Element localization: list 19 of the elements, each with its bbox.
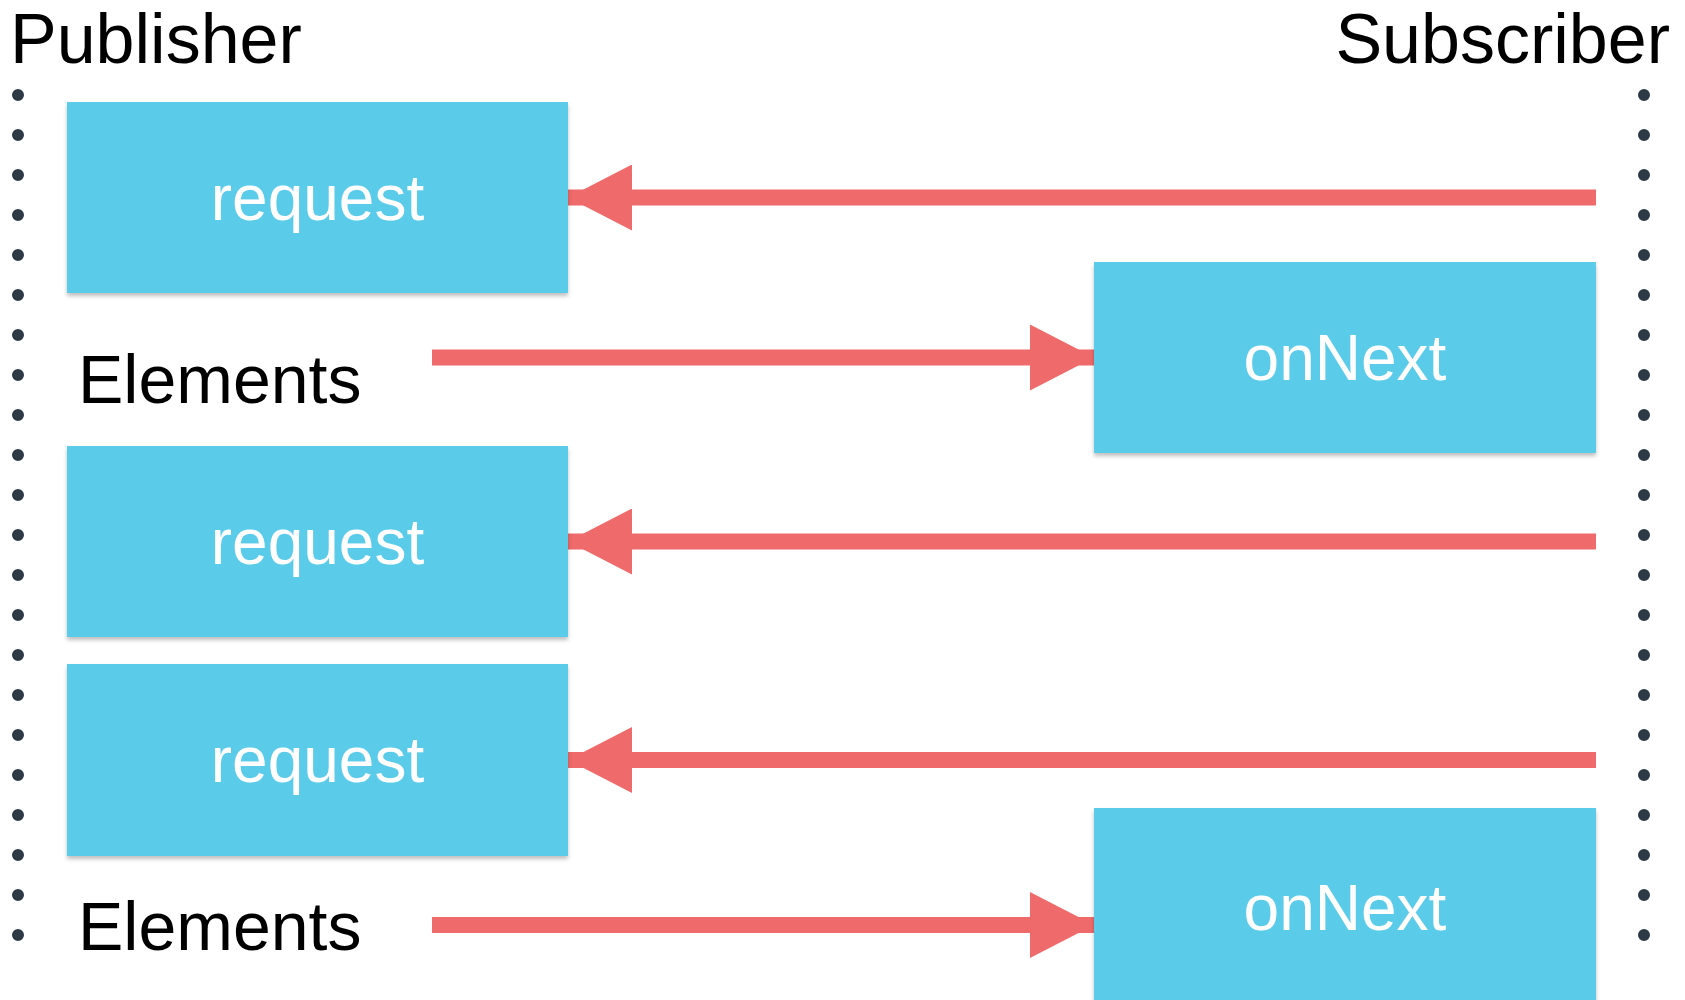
process-box <box>67 446 568 637</box>
lifeline-heading: Publisher <box>10 4 302 74</box>
process-box <box>1094 808 1596 1000</box>
box-label: request <box>210 160 425 235</box>
process-box <box>67 664 568 856</box>
arrow <box>568 727 1596 793</box>
box-label: request <box>210 504 425 579</box>
arrow <box>432 324 1094 391</box>
process-box <box>1094 262 1596 453</box>
arrow <box>568 508 1596 575</box>
arrow <box>432 892 1094 958</box>
box-label: onNext <box>1243 871 1447 945</box>
box-label: onNext <box>1243 320 1447 395</box>
message-label: Elements <box>78 886 418 966</box>
process-box <box>67 102 568 293</box>
message-label: Elements <box>78 339 418 419</box>
arrow <box>568 164 1596 231</box>
lifeline-heading: Subscriber <box>1300 4 1670 74</box>
box-label: request <box>210 723 425 797</box>
